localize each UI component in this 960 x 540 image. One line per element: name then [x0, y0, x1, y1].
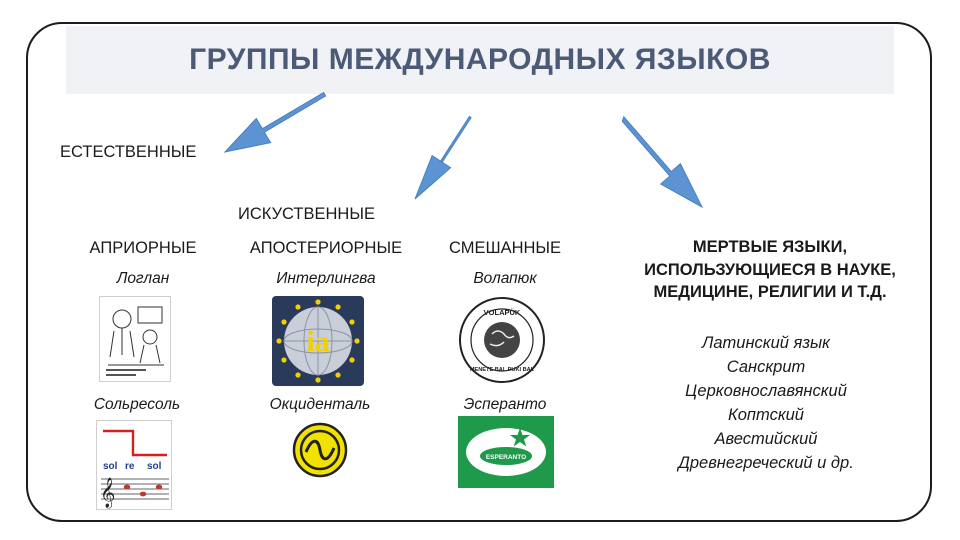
- arrow-to-dead: [621, 115, 704, 209]
- dead-language-item: Древнегреческий и др.: [678, 454, 854, 472]
- arrow-to-natural: [223, 91, 327, 153]
- example-interlingua: Интерлингва: [276, 270, 376, 287]
- svg-text:𝄞: 𝄞: [100, 477, 115, 509]
- interlingua-label: ia: [306, 325, 329, 358]
- dead-language-item: Латинский язык: [702, 334, 830, 352]
- solresol-note-1: sol: [103, 461, 118, 472]
- column-header-aposteriori: АПОСТЕРИОРНЫЕ: [249, 239, 403, 257]
- interlingua-globe-icon: ia: [272, 296, 364, 386]
- dead-header-line-1: МЕРТВЫЕ ЯЗЫКИ,: [692, 238, 848, 256]
- volapuk-bottom-text: MENETE BAL PUKI BAL: [470, 367, 535, 373]
- diagram-frame: [26, 22, 932, 522]
- group-artificial: ИСКУСТВЕННЫЕ: [238, 205, 375, 223]
- dead-languages-list: Латинский язык Санскрит Церковнославянск…: [640, 331, 892, 475]
- arrow-to-artificial: [414, 115, 472, 200]
- page-title: ГРУППЫ МЕЖДУНАРОДНЫХ ЯЗЫКОВ: [189, 43, 771, 76]
- volapuk-emblem-icon: VOLAPÜK MENETE BAL PUKI BAL: [458, 296, 546, 384]
- solresol-note-3: sol: [147, 461, 162, 472]
- example-occidental: Окциденталь: [269, 396, 371, 413]
- esperanto-label: ESPERANTO: [486, 454, 526, 461]
- dead-languages-header: МЕРТВЫЕ ЯЗЫКИ, ИСПОЛЬЗУЮЩИЕСЯ В НАУКЕ, М…: [620, 236, 920, 304]
- solresol-staff-icon: sol re sol 𝄞: [96, 420, 172, 510]
- title-bar: ГРУППЫ МЕЖДУНАРОДНЫХ ЯЗЫКОВ: [66, 26, 894, 94]
- dead-header-line-3: МЕДИЦИНЕ, РЕЛИГИИ И Т.Д.: [653, 283, 887, 301]
- loglan-cartoon-icon: [99, 296, 171, 382]
- example-solresol: Сольресоль: [93, 396, 181, 413]
- dead-language-item: Авестийский: [714, 430, 818, 448]
- group-natural: ЕСТЕСТВЕННЫЕ: [60, 143, 197, 161]
- dead-language-item: Церковнославянский: [685, 382, 847, 400]
- esperanto-flag-icon: ESPERANTO: [458, 416, 554, 488]
- dead-header-line-2: ИСПОЛЬЗУЮЩИЕСЯ В НАУКЕ,: [644, 260, 896, 279]
- example-loglan: Логлан: [116, 270, 170, 287]
- column-header-mixed: СМЕШАННЫЕ: [448, 239, 562, 257]
- column-header-apriori: АПРИОРНЫЕ: [89, 239, 197, 257]
- example-esperanto: Эсперанто: [463, 396, 547, 413]
- volapuk-top-text: VOLAPÜK: [484, 308, 521, 317]
- dead-language-item: Коптский: [728, 406, 804, 424]
- example-volapuk: Волапюк: [473, 270, 537, 287]
- occidental-symbol-icon: [292, 422, 348, 478]
- dead-language-item: Санскрит: [726, 358, 806, 376]
- solresol-note-2: re: [125, 461, 135, 472]
